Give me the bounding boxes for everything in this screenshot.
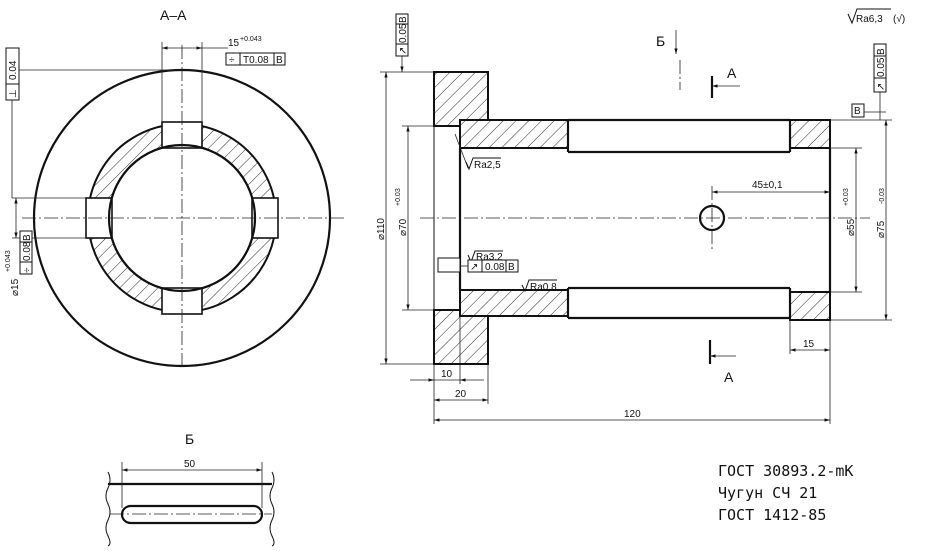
runout-frame-right: ↗ 0.05 B	[873, 43, 887, 120]
flange-hatch-bottom	[433, 309, 489, 365]
svg-text:Ra2,5: Ra2,5	[474, 160, 501, 171]
svg-text:⌀15: ⌀15	[10, 278, 21, 296]
svg-text:↗: ↗	[398, 47, 409, 55]
section-aa-view: А–А 15 +0.043 ÷ T0.08 B	[5, 7, 345, 370]
general-roughness: Ra6,3 (√)	[847, 8, 905, 25]
slot-profile	[120, 504, 264, 525]
roughness-ra32: Ra3,2	[467, 250, 503, 264]
svg-text:⌀55: ⌀55	[846, 218, 857, 236]
svg-text:+0.043: +0.043	[240, 36, 262, 43]
svg-text:B: B	[22, 234, 33, 241]
view-b: Б 50	[105, 431, 275, 547]
roughness-ra25: Ra2,5	[454, 133, 501, 171]
view-b-title: Б	[185, 431, 194, 447]
technical-notes: ГОСТ 30893.2-mK Чугун СЧ 21 ГОСТ 1412-85	[718, 462, 853, 524]
datum-b: B	[851, 103, 886, 118]
sleeve-end-bottom	[789, 291, 831, 321]
svg-text:T0.08: T0.08	[243, 55, 269, 66]
svg-text:B: B	[854, 106, 861, 117]
break-line-left	[105, 471, 111, 547]
svg-text:+0.03: +0.03	[395, 188, 402, 206]
svg-text:45±0,1: 45±0,1	[752, 180, 783, 191]
symmetry-frame-left: ÷ 0.08 B	[19, 230, 33, 275]
svg-text:А: А	[724, 369, 734, 385]
section-aa-title: А–А	[160, 7, 187, 23]
runout-frame-flange: ↗ 0.05 B	[395, 13, 409, 72]
svg-text:+0.043: +0.043	[5, 250, 12, 272]
svg-text:0.04: 0.04	[8, 60, 19, 80]
svg-text:⊥: ⊥	[8, 89, 19, 98]
face-groove	[437, 257, 461, 273]
svg-text:÷: ÷	[229, 55, 235, 66]
svg-text:50: 50	[184, 459, 196, 470]
svg-text:⌀110: ⌀110	[376, 218, 387, 240]
flange-hatch-top	[433, 71, 489, 127]
svg-text:120: 120	[624, 409, 641, 420]
svg-text:0.08: 0.08	[22, 241, 33, 261]
runout-frame-face: ↗ 0.08 B	[460, 259, 519, 273]
svg-text:0.08: 0.08	[485, 262, 505, 273]
svg-text:(√): (√)	[893, 13, 905, 25]
svg-text:↗: ↗	[470, 262, 478, 273]
svg-text:÷: ÷	[22, 267, 33, 273]
svg-text:Ra6,3: Ra6,3	[856, 14, 883, 25]
slot-width-text: 15	[228, 38, 240, 49]
svg-text:⌀75: ⌀75	[876, 220, 887, 238]
svg-text:B: B	[398, 16, 409, 23]
section-mark-bottom: А	[708, 340, 736, 385]
note-tolerance-standard: ГОСТ 30893.2-mK	[718, 462, 853, 480]
svg-text:0.05: 0.05	[876, 57, 887, 77]
svg-text:Б: Б	[656, 33, 665, 49]
svg-text:20: 20	[455, 389, 467, 400]
roughness-ra08: Ra0,8	[521, 279, 557, 293]
symmetry-frame-top: ÷ T0.08 B	[225, 52, 286, 66]
svg-text:Ra3,2: Ra3,2	[476, 252, 503, 263]
note-material-standard: ГОСТ 1412-85	[718, 506, 826, 524]
svg-text:10: 10	[441, 369, 453, 380]
svg-text:↗: ↗	[876, 83, 887, 91]
svg-text:+0.03: +0.03	[843, 188, 850, 206]
svg-text:А: А	[727, 65, 737, 81]
sleeve-wall-bottom	[459, 289, 569, 317]
svg-text:Ra0,8: Ra0,8	[530, 282, 557, 293]
note-material: Чугун СЧ 21	[718, 484, 817, 502]
svg-text:15: 15	[803, 339, 815, 350]
sleeve-wall-top	[459, 119, 569, 149]
svg-text:B: B	[876, 48, 887, 55]
break-line-right	[269, 471, 275, 547]
main-section-view: А А Б Ra6,3 (√) ⌀110 ⌀70 +0.03	[376, 8, 905, 424]
sleeve-end-top	[789, 119, 831, 149]
perpendicularity-frame-left: ⊥ 0.04	[5, 47, 20, 101]
svg-text:0.05: 0.05	[398, 23, 409, 43]
svg-text:-0.03: -0.03	[879, 188, 886, 204]
section-mark-top: А	[710, 65, 740, 98]
svg-text:B: B	[276, 55, 283, 66]
svg-text:B: B	[508, 262, 515, 273]
view-b-arrow: Б	[656, 30, 678, 54]
svg-text:⌀70: ⌀70	[398, 218, 409, 236]
